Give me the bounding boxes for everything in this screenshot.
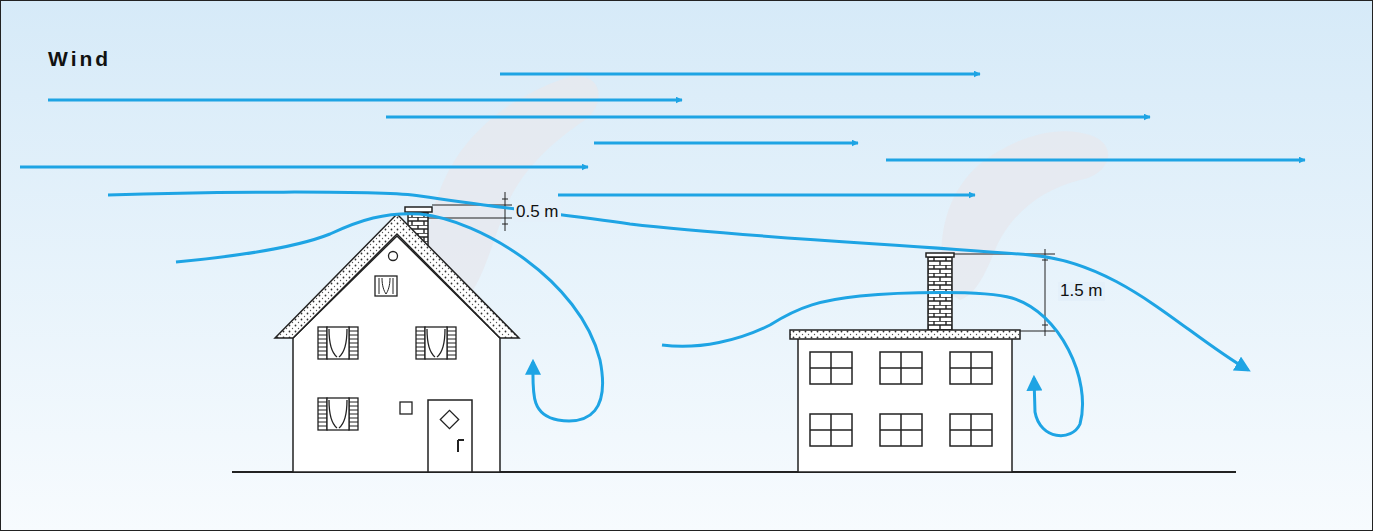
attic-window [375,276,397,296]
dimension-label: 1.5 m [1058,282,1105,301]
grid-window [950,352,992,384]
grid-window [950,414,992,446]
grid-window [880,414,922,446]
dimension-label: 0.5 m [514,203,561,222]
wind-heading: Wind [48,47,111,70]
shuttered-window [416,327,456,359]
airflow-curves [108,192,1248,436]
pitched-roof-house [275,207,519,472]
wind-arrows [20,74,1305,195]
dimension-lines [428,192,1055,336]
grid-window [810,352,852,384]
grid-window [810,414,852,446]
grid-window [880,352,922,384]
flat-roof-house [790,253,1020,472]
smoke-plume [941,131,1108,300]
shuttered-window [318,398,358,430]
shuttered-window [318,327,358,359]
